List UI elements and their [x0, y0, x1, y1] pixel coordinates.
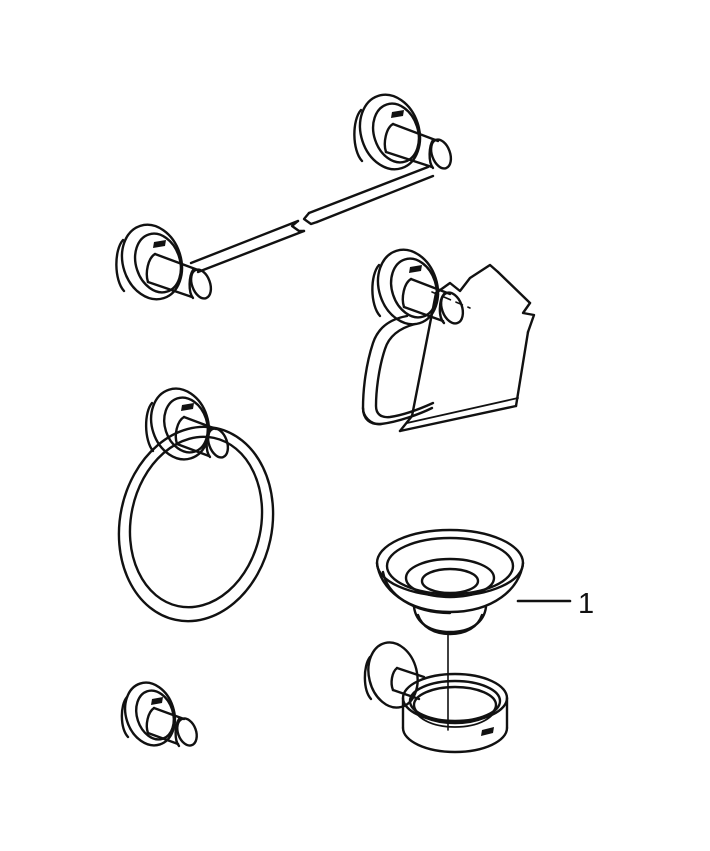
mounting-slot-mark-icon: [153, 240, 166, 248]
towel-bar-segment-lower-top: [189, 219, 300, 265]
tp-holder-hidden-edge: [431, 291, 471, 309]
robe-hook-rosette: [120, 681, 177, 747]
soap-dish-rim-outer: [375, 528, 525, 598]
callout-label-1: 1: [578, 588, 594, 620]
part-soap-dish: [375, 528, 525, 636]
soap-dish-wall-inner-hint: [381, 570, 452, 615]
towel-bar-rosette-left: [115, 223, 184, 301]
towel-bar-segment-upper-top: [307, 165, 430, 215]
towel-bar-break-upper: [302, 211, 319, 226]
cup-rim-inner-2: [412, 685, 498, 725]
mounting-slot-mark-icon: [151, 697, 163, 705]
soap-holder-rosette: [363, 641, 419, 709]
mounting-slot-mark-icon: [409, 265, 422, 273]
cup-rim-inner: [408, 679, 502, 723]
tp-holder-cover-flap: [398, 263, 536, 433]
towel-bar-post-right: [383, 122, 453, 170]
towel-bar-segment-upper-bottom: [315, 174, 435, 224]
mounting-slot-mark-icon: [181, 403, 194, 411]
towel-bar-break-lower: [290, 219, 306, 233]
set-screw-slot-icon: [481, 727, 494, 736]
soap-dish-rim-inner: [385, 536, 515, 596]
towel-ring-knob: [174, 415, 230, 459]
soap-holder-arm: [390, 666, 426, 701]
cup-inner-back: [413, 704, 497, 728]
mounting-slot-mark-icon: [391, 110, 404, 118]
part-toilet-paper-holder: [361, 248, 536, 433]
towel-bar-rosette-right: [353, 93, 422, 171]
tp-holder-pivot-knob: [401, 277, 465, 325]
soap-dish-ring-mid: [404, 557, 496, 599]
towel-bar-segment-lower-bottom: [196, 229, 306, 274]
cup-bottom: [401, 726, 509, 754]
part-towel-ring: [117, 387, 275, 623]
part-robe-hook: [120, 681, 198, 748]
part-towel-bar: [115, 93, 453, 301]
robe-hook-knob: [145, 706, 198, 748]
towel-ring-rosette: [144, 387, 211, 461]
part-soap-dish-holder: [363, 641, 509, 754]
towel-ring-loop: [117, 425, 275, 623]
soap-holder-ring-cup: [401, 672, 509, 754]
tp-holder-rosette: [371, 248, 440, 326]
tp-holder-arm: [361, 314, 435, 426]
soap-dish-foot-lower: [416, 613, 484, 636]
soap-dish-ring-center: [420, 567, 480, 595]
towel-bar-post-left: [145, 252, 213, 300]
